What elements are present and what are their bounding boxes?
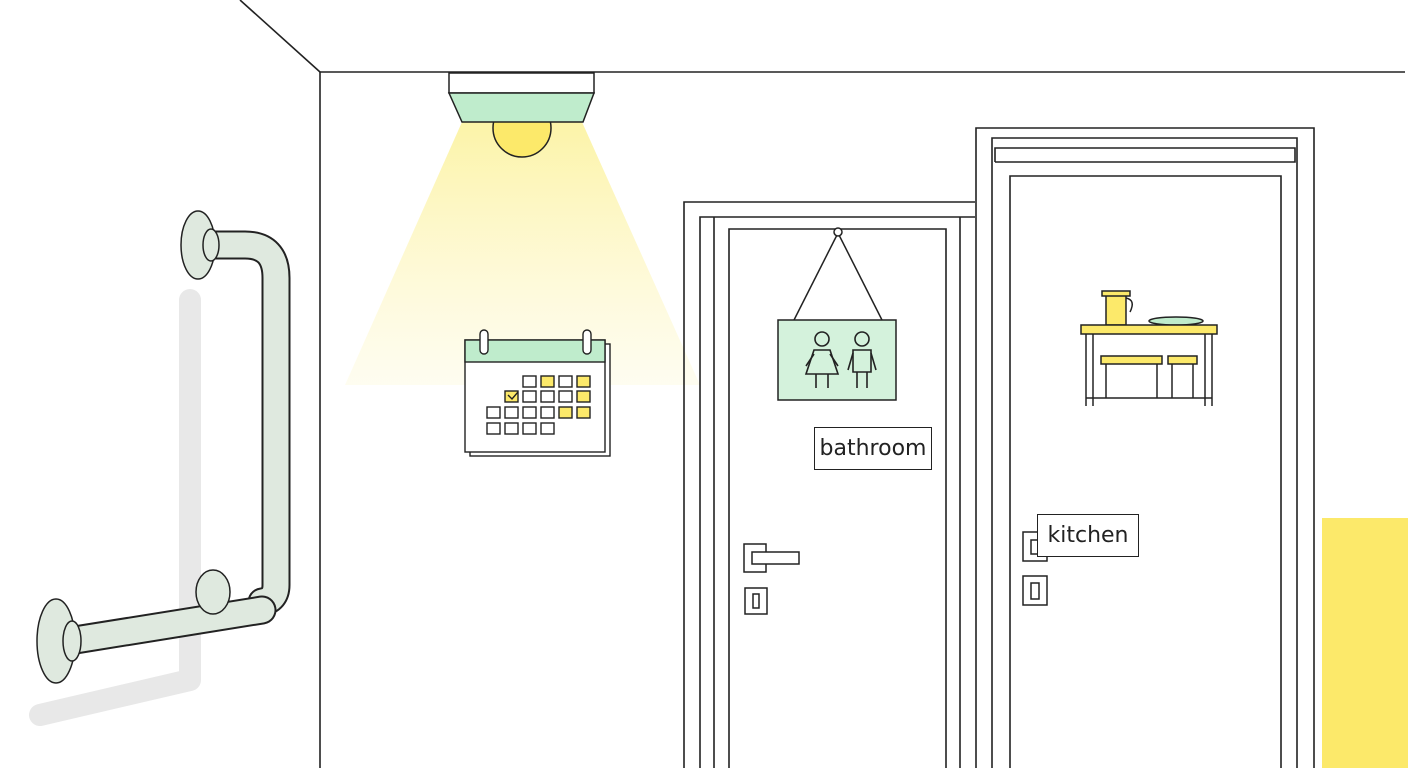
yellow-wall-panel — [1322, 518, 1408, 768]
kitchen-table-icon — [1080, 290, 1218, 406]
bathroom-label: bathroom — [814, 427, 932, 470]
grab-bar — [29, 210, 291, 726]
restroom-people-icon — [804, 331, 877, 388]
room-walls — [239, 0, 1405, 768]
restroom-sign — [777, 227, 897, 401]
bathroom-lock-plate — [744, 587, 768, 615]
light-beam — [345, 122, 700, 385]
calendar-grid — [486, 375, 591, 435]
grab-bar-shadow — [29, 289, 201, 726]
bathroom-door-handle[interactable] — [743, 543, 800, 573]
kitchen-lock-plate — [1022, 575, 1048, 606]
kitchen-door[interactable] — [975, 127, 1315, 768]
calendar-icon — [464, 329, 611, 457]
ceiling-light — [447, 72, 596, 158]
bathroom-door[interactable] — [683, 201, 975, 768]
kitchen-label: kitchen — [1037, 514, 1139, 557]
